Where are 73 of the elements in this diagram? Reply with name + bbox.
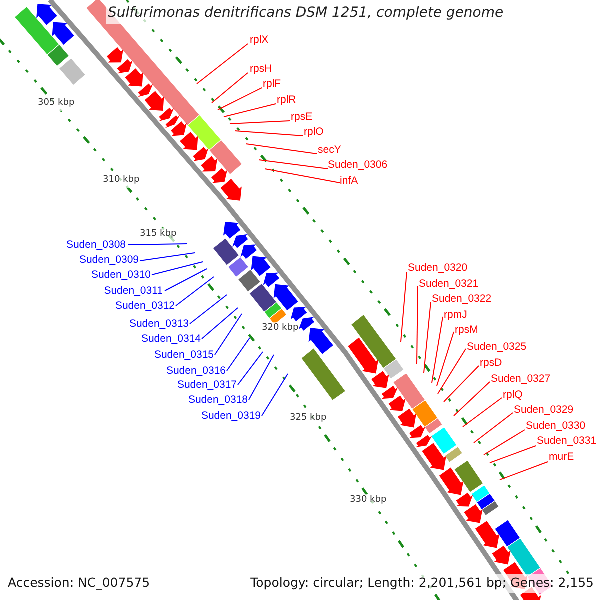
leader-line	[438, 348, 466, 394]
leader-line	[224, 104, 276, 118]
scale-tick-label: 315 kbp	[140, 228, 177, 242]
gene-label: Suden_0310	[91, 269, 151, 282]
gene-label: murE	[549, 451, 574, 464]
leader-line	[246, 144, 318, 154]
leader-line	[444, 366, 480, 402]
genome-summary-text: Topology: circular; Length: 2,201,561 bp; Genes: 2,155	[250, 574, 594, 593]
gene-label: Suden_0308	[66, 239, 126, 252]
gene-label: rpsE	[291, 111, 313, 124]
gene-label: rpsM	[455, 324, 478, 337]
gene-label: Suden_0311	[104, 285, 163, 298]
leader-line	[152, 262, 204, 276]
gene-label: Suden_0306	[328, 159, 388, 172]
leader-line	[218, 88, 262, 110]
gene-label: rplF	[263, 78, 282, 91]
gene-label: rpsH	[250, 63, 272, 76]
gene-label: rplO	[304, 126, 324, 139]
leader-line	[424, 302, 432, 374]
leader-line	[454, 382, 490, 416]
leader-line	[432, 316, 444, 384]
leader-line	[484, 430, 526, 456]
leader-line	[436, 332, 454, 386]
gene-label: Suden_0327	[491, 373, 551, 386]
leader-line	[212, 72, 248, 104]
leader-line	[416, 286, 418, 364]
gene-label: Suden_0314	[141, 333, 201, 346]
gene-label: Suden_0317	[177, 379, 237, 392]
gene-label: Suden_0316	[166, 365, 226, 378]
gene-label: Suden_0322	[432, 293, 492, 306]
gene-label: secY	[318, 144, 342, 157]
gene-label: Suden_0325	[467, 341, 527, 354]
leader-line	[164, 268, 208, 292]
leader-line	[248, 354, 274, 400]
gene-label: Suden_0313	[129, 318, 189, 331]
leader-line	[230, 120, 290, 124]
gene-label: Suden_0315	[154, 349, 214, 362]
leader-line	[196, 44, 248, 84]
gene-label: Suden_0312	[115, 300, 175, 313]
leader-line	[128, 244, 188, 246]
gene-label: rplR	[277, 94, 296, 107]
gene-label: Suden_0320	[408, 262, 468, 275]
leader-line	[238, 352, 264, 386]
leader-line	[190, 294, 228, 324]
leader-line	[234, 130, 304, 136]
gene-label: rplX	[250, 34, 269, 47]
gene-label: Suden_0329	[514, 404, 574, 417]
gene-label: Suden_0331	[537, 435, 597, 448]
scale-tick-label: 305 kbp	[38, 97, 75, 110]
gene-label: Suden_0309	[79, 254, 139, 267]
leader-line	[264, 168, 340, 184]
leader-line	[202, 308, 238, 340]
gene-label: Suden_0318	[188, 394, 248, 407]
leader-line	[400, 272, 408, 342]
leader-line	[176, 276, 214, 306]
gene-label: Suden_0321	[419, 278, 479, 291]
title: Sulfurimonas denitrificans DSM 1251, complete genome	[106, 3, 506, 24]
scale-tick-label: 310 kbp	[103, 174, 140, 188]
leader-line	[474, 412, 514, 444]
leader-line	[262, 374, 288, 416]
gene-label: Suden_0319	[201, 410, 261, 423]
gene-label: infA	[340, 175, 358, 188]
leader-line	[500, 462, 548, 480]
leader-line	[258, 160, 328, 170]
leader-line	[214, 314, 242, 356]
gene-label: Suden_0330	[526, 420, 586, 433]
gene-label: rpsD	[480, 357, 502, 370]
leader-line	[490, 446, 536, 464]
gene-label: rplQ	[503, 389, 523, 402]
leader-line	[140, 252, 196, 262]
leader-line	[462, 398, 502, 428]
gene-label: rpmJ	[444, 309, 468, 322]
leader-line	[226, 338, 250, 372]
